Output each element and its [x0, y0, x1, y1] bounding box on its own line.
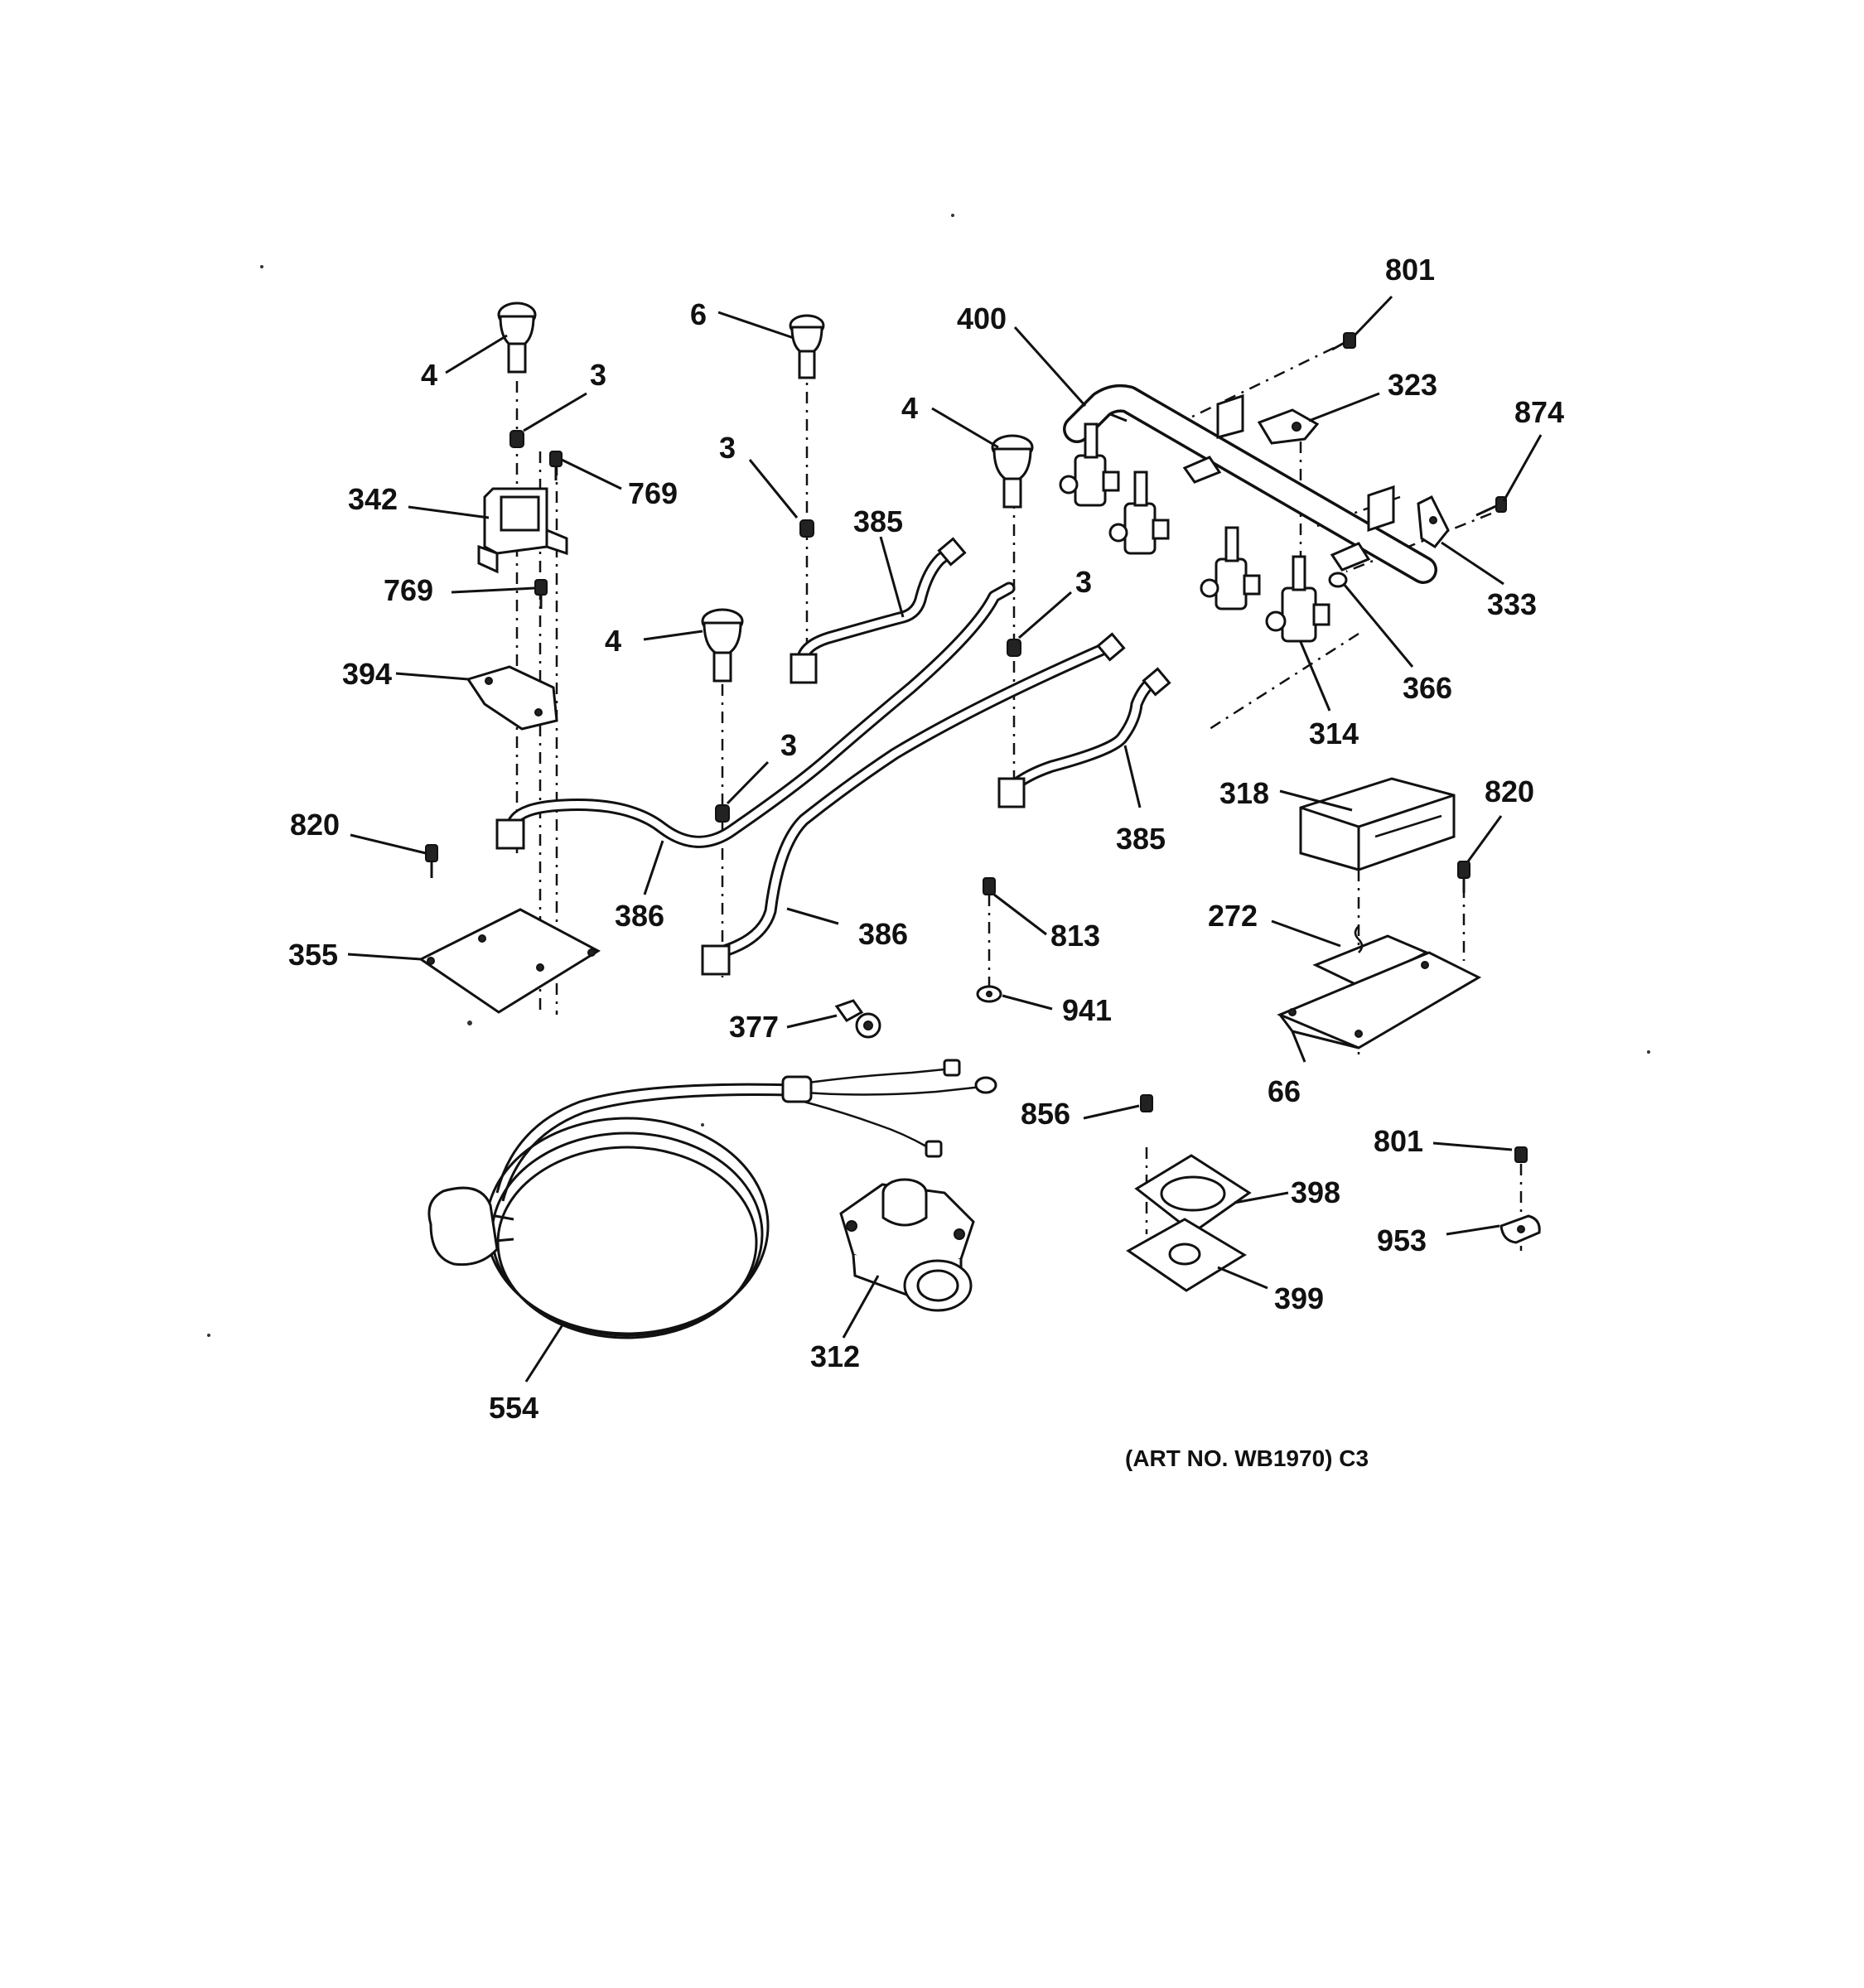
washer-941 — [976, 985, 1002, 1003]
callout-4: 4 — [901, 391, 918, 425]
callout-801: 801 — [1374, 1124, 1423, 1158]
callout-398: 398 — [1291, 1175, 1340, 1209]
bracket-342 — [477, 487, 568, 574]
scan-specks — [207, 214, 1650, 1337]
callout-769: 769 — [628, 476, 678, 510]
callout-366: 366 — [1403, 671, 1452, 705]
tube-386-b — [701, 632, 1126, 976]
clip-377 — [834, 999, 881, 1039]
bracket-333 — [1417, 495, 1450, 548]
callout-386: 386 — [858, 917, 908, 951]
callout-385: 385 — [853, 504, 903, 538]
callout-941: 941 — [1062, 993, 1112, 1027]
callout-labels: 4 3 769 342 769 394 820 355 386 386 4 3 … — [288, 253, 1564, 1425]
bracket-323 — [1257, 408, 1320, 445]
igniter-4-mid — [991, 434, 1034, 509]
callout-394: 394 — [342, 657, 392, 691]
screw-820-right — [1457, 861, 1470, 893]
callout-874: 874 — [1514, 395, 1564, 429]
callout-3: 3 — [590, 358, 606, 392]
burner-valves — [1059, 422, 1330, 643]
callout-386: 386 — [615, 899, 664, 933]
callout-554: 554 — [489, 1391, 538, 1425]
callout-314: 314 — [1309, 717, 1359, 750]
gasket-399 — [1126, 1218, 1247, 1292]
valve-314 — [1265, 555, 1330, 643]
callout-66: 66 — [1268, 1074, 1301, 1108]
screw-801 — [1331, 332, 1356, 351]
igniter-6 — [789, 314, 825, 379]
callout-769: 769 — [384, 573, 433, 607]
tube-386-a — [495, 581, 1016, 850]
tube-385-right — [997, 667, 1171, 808]
power-cord-554 — [427, 1059, 997, 1339]
pressure-regulator-312 — [839, 1178, 975, 1312]
callout-3: 3 — [719, 431, 736, 465]
screw-874 — [1475, 496, 1507, 517]
callout-342: 342 — [348, 482, 398, 516]
callout-323: 323 — [1388, 368, 1437, 402]
callout-385: 385 — [1116, 822, 1166, 856]
nuts-3 — [509, 430, 1021, 823]
callout-813: 813 — [1050, 919, 1100, 953]
callout-3: 3 — [780, 728, 797, 762]
callout-820: 820 — [1485, 774, 1534, 808]
manifold-brackets — [1182, 393, 1395, 572]
clip-366 — [1328, 572, 1348, 588]
igniter-4-top — [497, 302, 537, 374]
leader-lines — [347, 295, 1543, 1382]
callout-6: 6 — [690, 297, 707, 331]
callout-3: 3 — [1075, 565, 1092, 599]
bracket-394 — [466, 665, 558, 731]
callout-4: 4 — [605, 624, 621, 658]
callout-312: 312 — [810, 1339, 860, 1373]
screw-801-lower — [1514, 1146, 1528, 1163]
screw-820-left — [425, 844, 438, 878]
callout-400: 400 — [957, 302, 1007, 335]
module-318 — [1299, 777, 1456, 871]
callout-953: 953 — [1377, 1223, 1427, 1257]
callout-272: 272 — [1208, 899, 1258, 933]
callout-377: 377 — [729, 1010, 779, 1044]
clamp-953 — [1499, 1214, 1541, 1244]
callout-318: 318 — [1219, 776, 1269, 810]
igniter-4-low — [701, 608, 744, 683]
callout-820: 820 — [290, 808, 340, 842]
callout-856: 856 — [1021, 1097, 1070, 1131]
plate-355 — [418, 908, 601, 1014]
screw-856 — [1140, 1094, 1153, 1112]
callout-4: 4 — [421, 358, 437, 392]
screw-813 — [983, 877, 996, 895]
callout-355: 355 — [288, 938, 338, 972]
art-number: (ART NO. WB1970) C3 — [1125, 1445, 1369, 1471]
screws-769 — [534, 451, 563, 609]
callout-399: 399 — [1274, 1281, 1324, 1315]
manifold-pipe-400 — [1063, 384, 1437, 584]
gasket-398 — [1134, 1154, 1252, 1234]
callout-333: 333 — [1487, 587, 1537, 621]
callout-801: 801 — [1385, 253, 1435, 287]
